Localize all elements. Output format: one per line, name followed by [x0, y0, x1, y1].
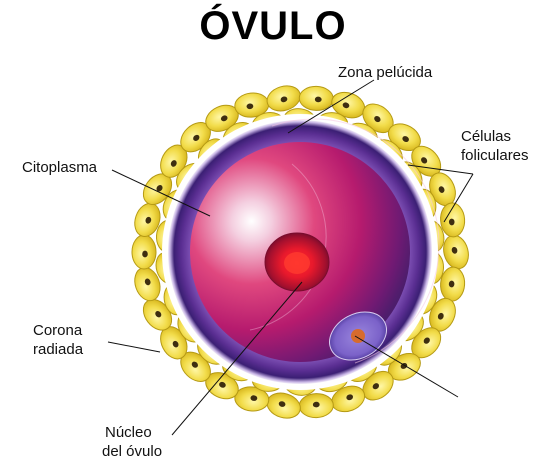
label-celulas-foliculares-line1: Células	[461, 127, 511, 146]
label-celulas-foliculares-line2: foliculares	[461, 146, 529, 165]
label-nucleo-line1: Núcleo	[105, 423, 152, 442]
label-corona-radiada-line1: Corona	[33, 321, 82, 340]
nucleolus	[284, 252, 310, 274]
follicular-cell-nucleus	[142, 251, 148, 258]
follicular-cell	[299, 393, 334, 418]
page-title: ÓVULO	[0, 4, 546, 49]
follicular-cell	[440, 232, 472, 271]
follicular-cell	[132, 235, 156, 269]
leader-corona-radiada	[108, 342, 160, 352]
ovum	[162, 114, 439, 390]
label-nucleo-line2: del óvulo	[102, 442, 162, 461]
label-corona-radiada-line2: radiada	[33, 340, 83, 359]
label-citoplasma: Citoplasma	[22, 158, 97, 177]
follicular-cell	[299, 86, 334, 111]
label-zona-pelucida: Zona pelúcida	[338, 63, 432, 82]
